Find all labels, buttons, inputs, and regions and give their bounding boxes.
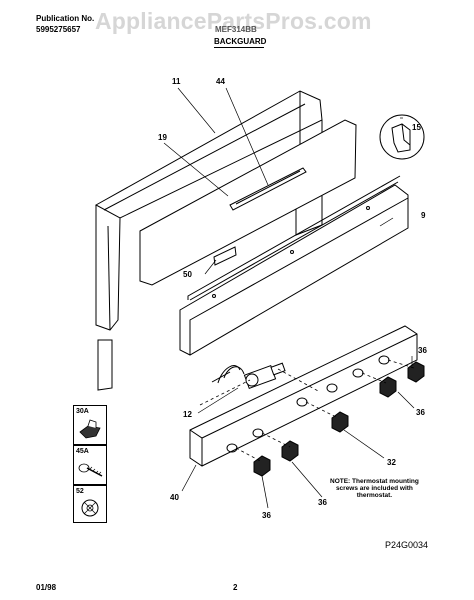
wing-knob-icon xyxy=(79,419,101,439)
part-label: 45A xyxy=(76,448,89,455)
note-line: thermostat. xyxy=(356,492,393,499)
watermark: AppliancePartsPros.com xyxy=(95,8,372,34)
title-underline xyxy=(214,47,264,48)
thermostat xyxy=(211,362,286,390)
knob xyxy=(253,455,271,477)
part-box-45a: 45A xyxy=(73,445,107,485)
date-code: 01/98 xyxy=(36,583,57,592)
publication-label: Publication No. xyxy=(36,14,95,23)
assembly-lines xyxy=(199,359,415,463)
screw-icon xyxy=(78,463,103,477)
publication-number: 5995275657 xyxy=(36,25,81,34)
callout-12: 12 xyxy=(183,410,192,419)
clip-ring-icon xyxy=(81,499,99,517)
part-label: 52 xyxy=(76,488,84,495)
part-box-52: 52 xyxy=(73,485,107,523)
knob xyxy=(407,361,425,383)
note-line: screws are included with xyxy=(335,485,413,492)
callout-9: 9 xyxy=(421,211,426,220)
callout-19: 19 xyxy=(158,133,167,142)
callout-36: 36 xyxy=(418,346,427,355)
page-number: 2 xyxy=(233,583,238,592)
backguard-panel xyxy=(94,90,323,391)
section-title: BACKGUARD xyxy=(214,37,267,46)
part-box-30a: 30A xyxy=(73,405,107,445)
knob-detail xyxy=(379,114,425,160)
diagram-code: P24G0034 xyxy=(385,540,429,550)
model-number: MEF314BB xyxy=(215,25,257,34)
leader-lines xyxy=(163,87,415,509)
control-panel-overlay xyxy=(139,119,357,286)
front-control-panel xyxy=(189,325,418,467)
callout-50: 50 xyxy=(183,270,192,279)
callout-15: 15 xyxy=(412,123,421,132)
control-bracket xyxy=(179,175,409,356)
callout-36: 36 xyxy=(416,408,425,417)
knob xyxy=(281,440,299,462)
callout-36: 36 xyxy=(262,511,271,520)
knob xyxy=(331,411,349,433)
note-line: NOTE: Thermostat mounting xyxy=(330,478,419,485)
knob xyxy=(379,376,397,398)
callout-44: 44 xyxy=(216,77,225,86)
thermostat-note: NOTE: Thermostat mounting screws are inc… xyxy=(330,478,419,499)
callout-32: 32 xyxy=(387,458,396,467)
part-label: 30A xyxy=(76,408,89,415)
callout-36: 36 xyxy=(318,498,327,507)
callout-11: 11 xyxy=(172,77,181,86)
callout-40: 40 xyxy=(170,493,179,502)
knobs xyxy=(253,361,425,477)
